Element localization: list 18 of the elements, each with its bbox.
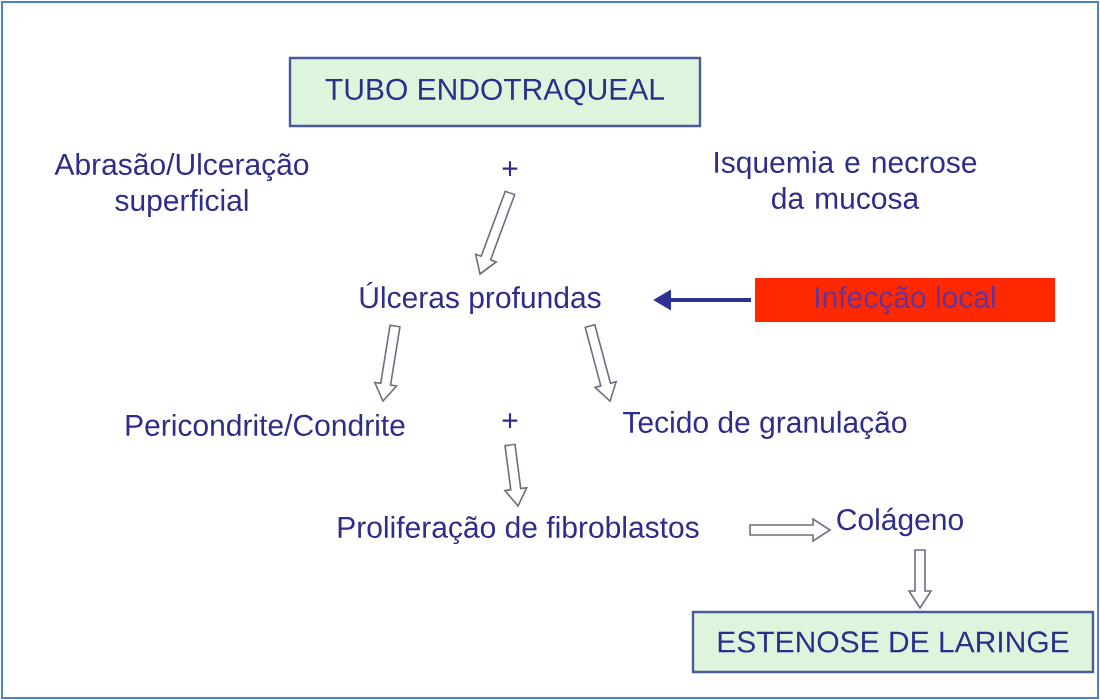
hollow-arrow — [373, 324, 401, 403]
label-box: TUBO ENDOTRAQUEAL — [288, 56, 702, 128]
node-text: Abrasão/Ulceração superficial — [54, 153, 309, 217]
hollow-arrow — [503, 443, 529, 508]
plus-sign: + — [502, 161, 518, 176]
node-text: Úlceras profundas — [360, 281, 601, 315]
node-text: Proliferação de fibroblastos — [338, 515, 699, 545]
hollow-arrow — [749, 517, 832, 543]
node-text: Colágeno — [837, 507, 963, 537]
plus-sign: + — [502, 413, 518, 428]
node-text: Isquemia e necrose da mucosa — [715, 151, 977, 209]
node-text: Tecido de granulação — [623, 410, 907, 440]
hollow-arrow — [474, 190, 516, 276]
label-box: ESTENOSE DE LARINGE — [691, 610, 1095, 674]
hollow-arrow — [907, 549, 933, 610]
highlight-box: Infecção local — [755, 278, 1055, 322]
hollow-arrow — [584, 323, 618, 403]
node-text: Pericondrite/Condrite — [126, 414, 405, 436]
